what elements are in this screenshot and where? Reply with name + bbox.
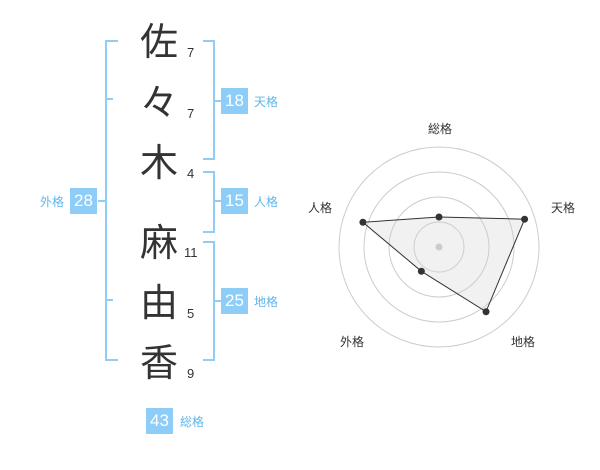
- jinkaku-value: 15: [221, 188, 248, 214]
- radar-center-dot: [435, 243, 443, 251]
- radar-ring-1: [413, 221, 465, 273]
- stroke-count-1: 7: [187, 45, 195, 60]
- soukaku-label: 総格: [180, 415, 205, 429]
- stroke-count-5: 5: [187, 306, 195, 321]
- tenkaku-value: 18: [221, 88, 248, 114]
- stroke-count-4: 11: [184, 245, 198, 260]
- radar-axis-label-jinkaku: 人格: [308, 201, 333, 215]
- name-char-2: 々: [139, 81, 178, 125]
- radar-point-1: [435, 213, 443, 221]
- gaikaku-value: 28: [70, 188, 97, 214]
- chikaku-bracket: [203, 241, 215, 361]
- jinkaku-bracket: [203, 171, 215, 233]
- radar-ring-2: [388, 196, 490, 298]
- jinkaku-label: 人格: [254, 195, 279, 209]
- gaikaku-bracket: [105, 40, 118, 361]
- name-char-4: 麻: [139, 221, 178, 265]
- stroke-count-6: 9: [187, 366, 195, 381]
- name-char-5: 由: [139, 281, 178, 325]
- stroke-count-2: 7: [187, 106, 195, 121]
- name-char-3: 木: [139, 141, 178, 185]
- soukaku-value: 43: [146, 408, 173, 434]
- radar-point-3: [482, 308, 490, 316]
- tenkaku-bracket: [203, 40, 215, 160]
- name-char-6: 香: [139, 341, 178, 385]
- chikaku-value: 25: [221, 288, 248, 314]
- radar-ring-3: [363, 171, 515, 323]
- radar-point-2: [521, 215, 529, 223]
- radar-axis-label-soukaku: 総格: [428, 122, 453, 136]
- radar-axis-label-chikaku: 地格: [511, 335, 536, 349]
- radar-axis-label-gaikaku: 外格: [340, 335, 365, 349]
- radar-point-5: [359, 218, 367, 226]
- stroke-count-3: 4: [187, 166, 195, 181]
- tenkaku-label: 天格: [254, 95, 279, 109]
- radar-point-4: [417, 267, 425, 275]
- radar-chart: [338, 146, 540, 348]
- radar-axis-label-tenkaku: 天格: [551, 201, 576, 215]
- name-char-1: 佐: [139, 20, 178, 64]
- radar-ring-4: [338, 146, 540, 348]
- radar-polygon: [361, 216, 526, 313]
- chikaku-label: 地格: [254, 295, 279, 309]
- gaikaku-label: 外格: [40, 195, 65, 209]
